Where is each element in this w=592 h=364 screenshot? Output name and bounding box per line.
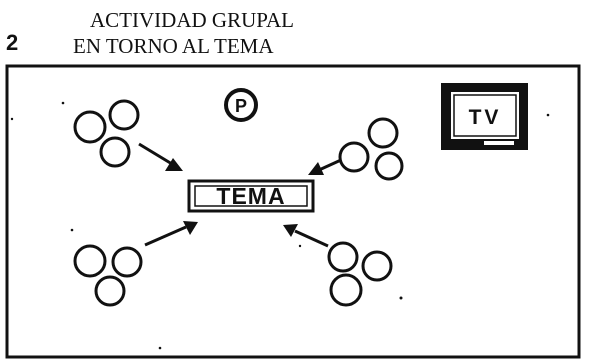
participant-icon	[338, 141, 370, 173]
participant-icon	[361, 250, 393, 282]
arrow-top-right	[308, 158, 342, 175]
group-bottom-left	[73, 244, 143, 307]
room-frame	[5, 64, 581, 359]
title-line-2: EN TORNO AL TEMA	[73, 34, 274, 58]
participant-icon	[111, 246, 143, 278]
participant-icon	[73, 244, 107, 278]
title-line-1: ACTIVIDAD GRUPAL	[90, 8, 294, 32]
participant-icon	[108, 99, 140, 131]
topic-label: TEMA	[216, 183, 285, 209]
participant-icon	[73, 110, 107, 144]
presenter-marker: P	[224, 88, 258, 122]
participant-icon	[329, 273, 363, 307]
group-top-right	[338, 117, 404, 181]
participant-icon	[94, 275, 126, 307]
arrow-bottom-left	[144, 221, 198, 247]
participant-icon	[327, 241, 359, 273]
presenter-label: P	[235, 96, 247, 116]
corner-mark: 2	[6, 30, 18, 55]
scan-specks	[10, 101, 550, 350]
arrow-top-left	[138, 142, 183, 171]
tv-label: TV	[469, 106, 502, 129]
group-bottom-right	[327, 241, 393, 307]
tv-screen-icon: TV	[441, 83, 528, 150]
group-top-left	[73, 99, 140, 168]
participant-icon	[374, 151, 404, 181]
participant-icon	[99, 136, 131, 168]
topic-box: TEMA	[187, 179, 315, 213]
participant-icon	[367, 117, 399, 149]
arrow-bottom-right	[283, 224, 329, 248]
